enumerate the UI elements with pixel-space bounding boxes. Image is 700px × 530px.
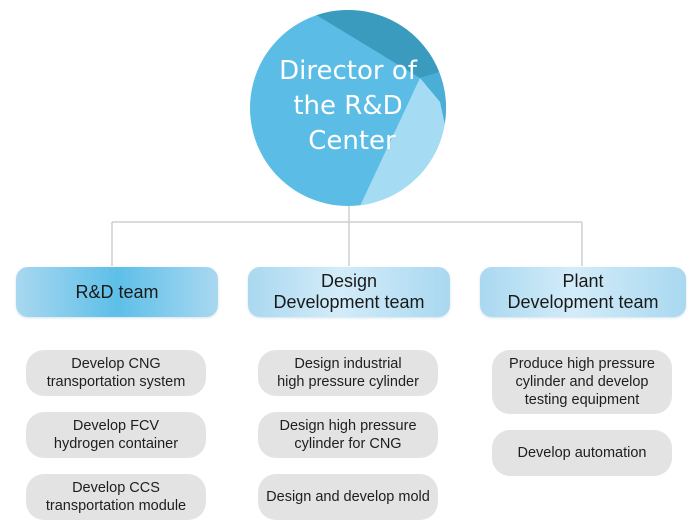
task-line: high pressure cylinder [277, 374, 419, 390]
task-line: Develop automation [517, 445, 647, 461]
task-item: Develop CNG transportation system [26, 350, 206, 396]
team-name-line: R&D team [75, 281, 159, 302]
director-title: Director of the R&D Center [250, 10, 446, 206]
director-node: Director of the R&D Center [250, 10, 446, 206]
task-item: Design and develop mold [258, 474, 438, 520]
task-line: Design and develop mold [266, 489, 430, 505]
team-name-line: Development team [273, 292, 425, 312]
task-line: Develop CCS [72, 480, 160, 496]
team-name-line: Design [320, 271, 378, 291]
circle-mid-segment [420, 70, 446, 130]
task-line: hydrogen container [53, 436, 179, 452]
task-line: Develop CNG [71, 356, 161, 372]
team-name-line: Plant [562, 271, 604, 291]
task-item: Develop FCV hydrogen container [26, 412, 206, 458]
team-design-development: Design Development team [248, 267, 450, 317]
director-circle [250, 10, 446, 206]
task-item: Design high pressure cylinder for CNG [258, 412, 438, 458]
task-line: Develop FCV [72, 418, 160, 434]
task-line: Design industrial [294, 356, 402, 372]
director-title-line: Director of [279, 55, 417, 86]
task-line: transportation module [45, 498, 187, 514]
task-line: cylinder and develop [515, 374, 649, 390]
task-line: Produce high pressure [509, 356, 655, 372]
task-item: Design industrial high pressure cylinder [258, 350, 438, 396]
task-line: Design high pressure [279, 418, 417, 434]
task-item: Develop automation [492, 430, 672, 476]
task-item: Produce high pressure cylinder and devel… [492, 350, 672, 414]
director-title-line: Center [308, 125, 396, 156]
director-title-line: the R&D [293, 90, 403, 121]
team-name-line: Development team [507, 292, 659, 312]
task-line: testing equipment [524, 392, 640, 408]
task-line: cylinder for CNG [294, 436, 402, 452]
task-line: transportation system [46, 374, 186, 390]
team-plant-development: Plant Development team [480, 267, 686, 317]
team-rd: R&D team [16, 267, 218, 317]
task-item: Develop CCS transportation module [26, 474, 206, 520]
